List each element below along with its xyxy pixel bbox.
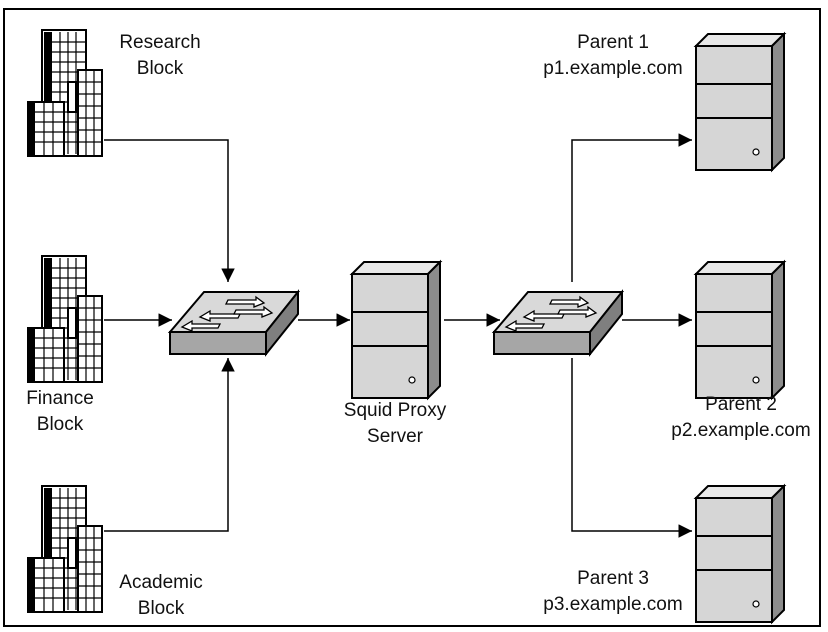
proxy-server-line2: Server bbox=[367, 426, 423, 447]
parent1-server-icon bbox=[695, 33, 785, 171]
link-research-switch bbox=[104, 139, 235, 282]
research-block-label: Research Block bbox=[110, 30, 210, 82]
link-switch-parent1 bbox=[571, 133, 692, 282]
academic-block-building-icon bbox=[27, 485, 103, 613]
link-academic-switch bbox=[104, 358, 235, 532]
parent3-name: Parent 3 bbox=[577, 568, 649, 589]
switch-right-icon bbox=[493, 291, 623, 355]
parent1-host: p1.example.com bbox=[543, 58, 683, 79]
research-block-line2: Block bbox=[136, 58, 184, 79]
finance-block-label: Finance Block bbox=[10, 386, 110, 438]
parent1-label: Parent 1 p1.example.com bbox=[530, 30, 696, 82]
research-block-line1: Research bbox=[119, 32, 201, 53]
academic-block-line1: Academic bbox=[119, 572, 203, 593]
parent2-host: p2.example.com bbox=[671, 420, 811, 441]
research-block-building-icon bbox=[27, 29, 103, 157]
link-switch-parent3 bbox=[571, 358, 692, 538]
academic-block-label: Academic Block bbox=[108, 570, 214, 622]
parent3-label: Parent 3 p3.example.com bbox=[530, 566, 696, 618]
parent2-label: Parent 2 p2.example.com bbox=[658, 392, 824, 444]
finance-block-building-icon bbox=[27, 255, 103, 383]
diagram-frame bbox=[3, 8, 821, 627]
connection-lines bbox=[104, 133, 692, 538]
parent3-server-icon bbox=[695, 485, 785, 623]
parent2-name: Parent 2 bbox=[705, 394, 777, 415]
finance-block-line2: Block bbox=[36, 414, 84, 435]
squid-proxy-server-icon bbox=[351, 261, 441, 399]
parent3-host: p3.example.com bbox=[543, 594, 683, 615]
parent2-server-icon bbox=[695, 261, 785, 399]
proxy-server-label: Squid Proxy Server bbox=[330, 398, 460, 450]
switch-left-icon bbox=[169, 291, 299, 355]
finance-block-line1: Finance bbox=[26, 388, 94, 409]
parent1-name: Parent 1 bbox=[577, 32, 649, 53]
proxy-server-line1: Squid Proxy bbox=[343, 400, 447, 421]
academic-block-line2: Block bbox=[137, 598, 185, 619]
